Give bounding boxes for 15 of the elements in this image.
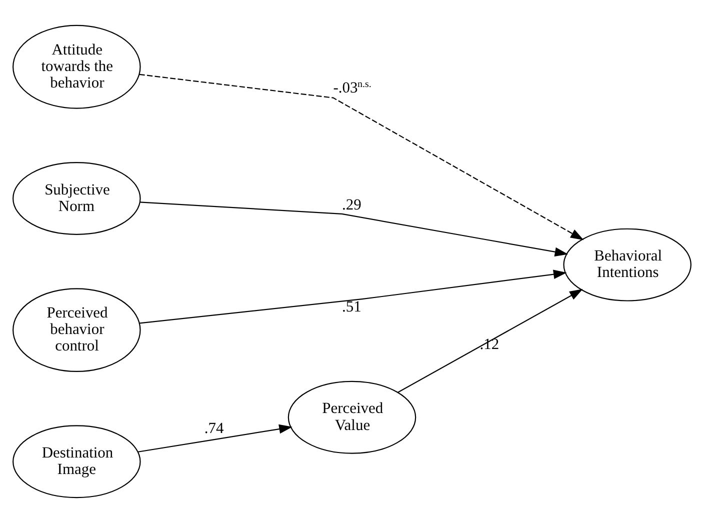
arrow [398, 289, 583, 393]
arrow [140, 270, 567, 324]
edge-label: .29 [342, 196, 362, 214]
node-ellipse: Destination Image [12, 425, 141, 498]
edge-label: -.03$^{n.s.}$ [333, 79, 372, 97]
arrow [138, 424, 292, 452]
edge-label: .51 [342, 298, 362, 316]
node-ellipse: Perceived Value [288, 380, 416, 454]
arrow [140, 202, 568, 256]
node-ellipse: Perceived behavior control [12, 288, 141, 372]
arrow [139, 74, 584, 240]
edge-label: .12 [480, 336, 500, 354]
node-ellipse: Subjective Norm [12, 162, 141, 235]
edge-label: .74 [204, 420, 224, 438]
node-ellipse: Attitude towards the behavior [12, 24, 141, 109]
